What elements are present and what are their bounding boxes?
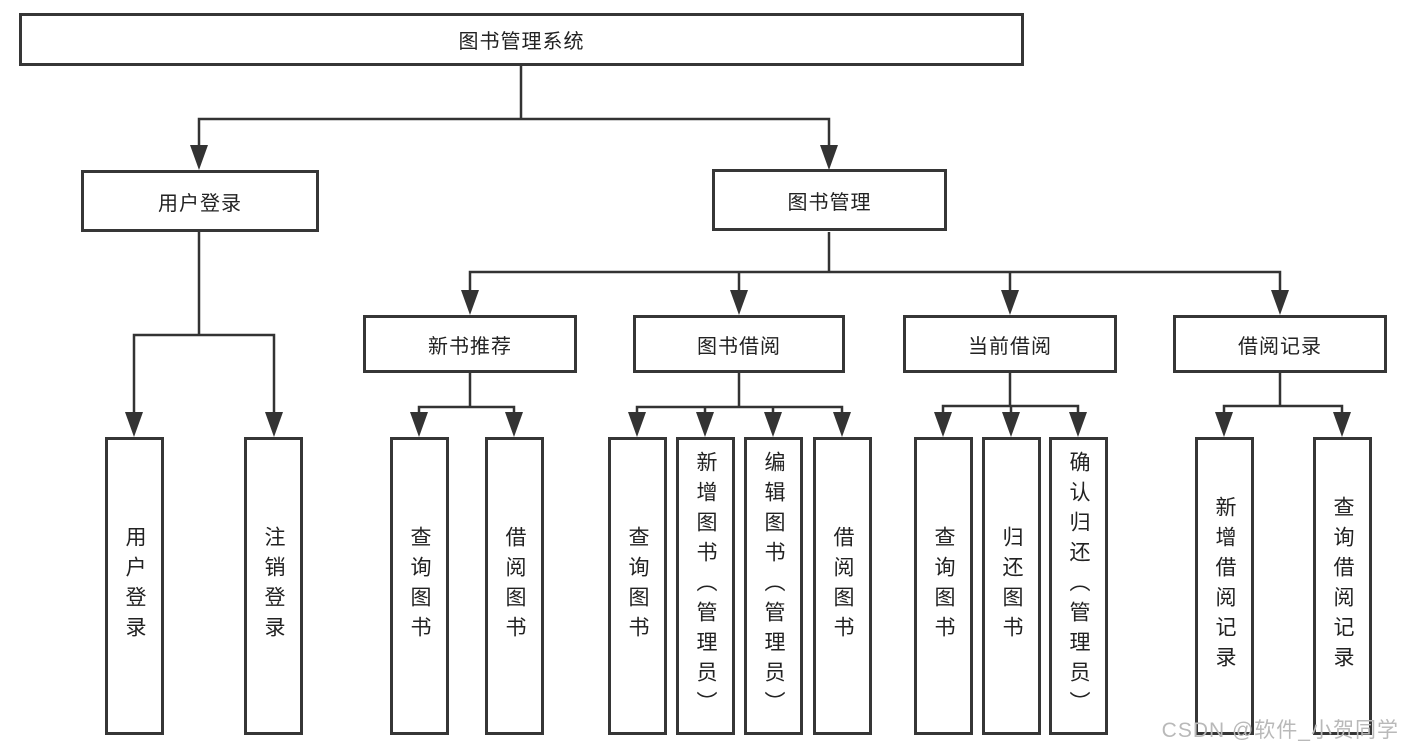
node-current-borrow: 当前借阅 [903, 315, 1117, 373]
arrow-icon [1069, 412, 1087, 437]
leaf-label: 注销登录 [262, 526, 285, 646]
leaf-label: 新增图书（管理员） [694, 451, 717, 721]
arrow-icon [833, 412, 851, 437]
leaf-label: 查询图书 [408, 526, 431, 646]
edge-borrow-records-children [1222, 373, 1344, 420]
leaf-label: 编辑图书（管理员） [762, 451, 785, 721]
edge-new-book-children [417, 373, 516, 420]
node-borrow-records: 借阅记录 [1173, 315, 1387, 373]
edge-book-mgmt-children [468, 232, 1282, 297]
arrow-icon [820, 145, 838, 170]
leaf-current-query-books: 查询图书 [914, 437, 973, 735]
arrow-icon [410, 412, 428, 437]
node-book-borrow: 图书借阅 [633, 315, 845, 373]
arrow-icon [461, 290, 479, 315]
edge-root-to-level2 [197, 66, 831, 151]
leaf-current-confirm-return-admin: 确认归还（管理员） [1049, 437, 1108, 735]
leaf-label: 确认归还（管理员） [1067, 451, 1090, 721]
leaf-user-login: 用户登录 [105, 437, 164, 735]
leaf-records-query-record: 查询借阅记录 [1313, 437, 1372, 735]
arrow-icon [1271, 290, 1289, 315]
arrow-icon [190, 145, 208, 170]
node-user-login: 用户登录 [81, 170, 319, 232]
leaf-label: 查询图书 [626, 526, 649, 646]
arrow-icon [265, 412, 283, 437]
leaf-borrow-edit-books-admin: 编辑图书（管理员） [744, 437, 803, 735]
arrow-icon [696, 412, 714, 437]
arrowheads [125, 145, 1351, 437]
arrow-icon [1002, 412, 1020, 437]
node-book-management: 图书管理 [712, 169, 947, 231]
arrow-icon [1001, 290, 1019, 315]
leaf-borrow-add-books-admin: 新增图书（管理员） [676, 437, 735, 735]
leaf-label: 查询借阅记录 [1331, 496, 1354, 676]
leaf-logout: 注销登录 [244, 437, 303, 735]
leaf-current-return-books: 归还图书 [982, 437, 1041, 735]
arrow-icon [505, 412, 523, 437]
edge-book-borrow-children [635, 373, 844, 420]
arrow-icon [628, 412, 646, 437]
leaf-newbook-borrow-books: 借阅图书 [485, 437, 544, 735]
leaf-borrow-borrow-books: 借阅图书 [813, 437, 872, 735]
leaf-label: 新增借阅记录 [1213, 496, 1236, 676]
arrow-icon [125, 412, 143, 437]
arrow-icon [934, 412, 952, 437]
leaf-label: 用户登录 [123, 526, 146, 646]
leaf-borrow-query-books: 查询图书 [608, 437, 667, 735]
edge-user-login-children [132, 232, 276, 420]
arrow-icon [1333, 412, 1351, 437]
leaf-label: 查询图书 [932, 526, 955, 646]
leaf-label: 归还图书 [1000, 526, 1023, 646]
csdn-watermark: CSDN @软件_小贺同学 [1161, 719, 1399, 742]
leaf-newbook-query-books: 查询图书 [390, 437, 449, 735]
node-new-book-recommend: 新书推荐 [363, 315, 577, 373]
leaf-label: 借阅图书 [503, 526, 526, 646]
leaf-label: 借阅图书 [831, 526, 854, 646]
leaf-records-add-record: 新增借阅记录 [1195, 437, 1254, 735]
node-root: 图书管理系统 [19, 13, 1024, 66]
arrow-icon [1215, 412, 1233, 437]
arrow-icon [730, 290, 748, 315]
arrow-icon [764, 412, 782, 437]
